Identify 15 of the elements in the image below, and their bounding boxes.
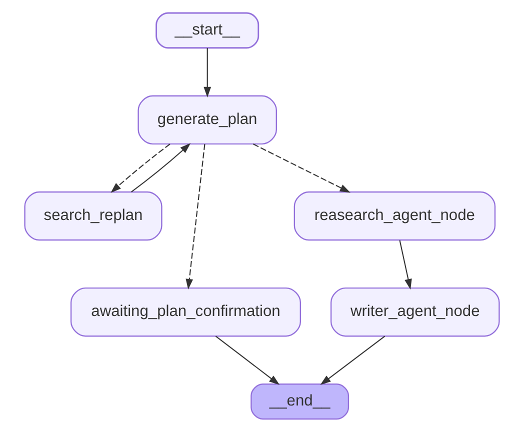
node-box: __start__ <box>155 12 259 49</box>
node-box: search_replan <box>24 191 162 241</box>
node-box: awaiting_plan_confirmation <box>70 287 301 337</box>
arrow <box>320 336 385 385</box>
arrow <box>185 144 205 290</box>
arrow <box>252 144 350 193</box>
node-box: __end__ <box>250 384 349 420</box>
node-box: generate_plan <box>137 95 277 145</box>
arrow <box>203 48 211 98</box>
arrow <box>110 144 170 193</box>
arrow <box>398 240 412 290</box>
arrow <box>214 336 280 385</box>
arrow <box>130 143 190 192</box>
node-box: reasearch_agent_node <box>293 191 496 241</box>
node-box: writer_agent_node <box>330 287 500 337</box>
